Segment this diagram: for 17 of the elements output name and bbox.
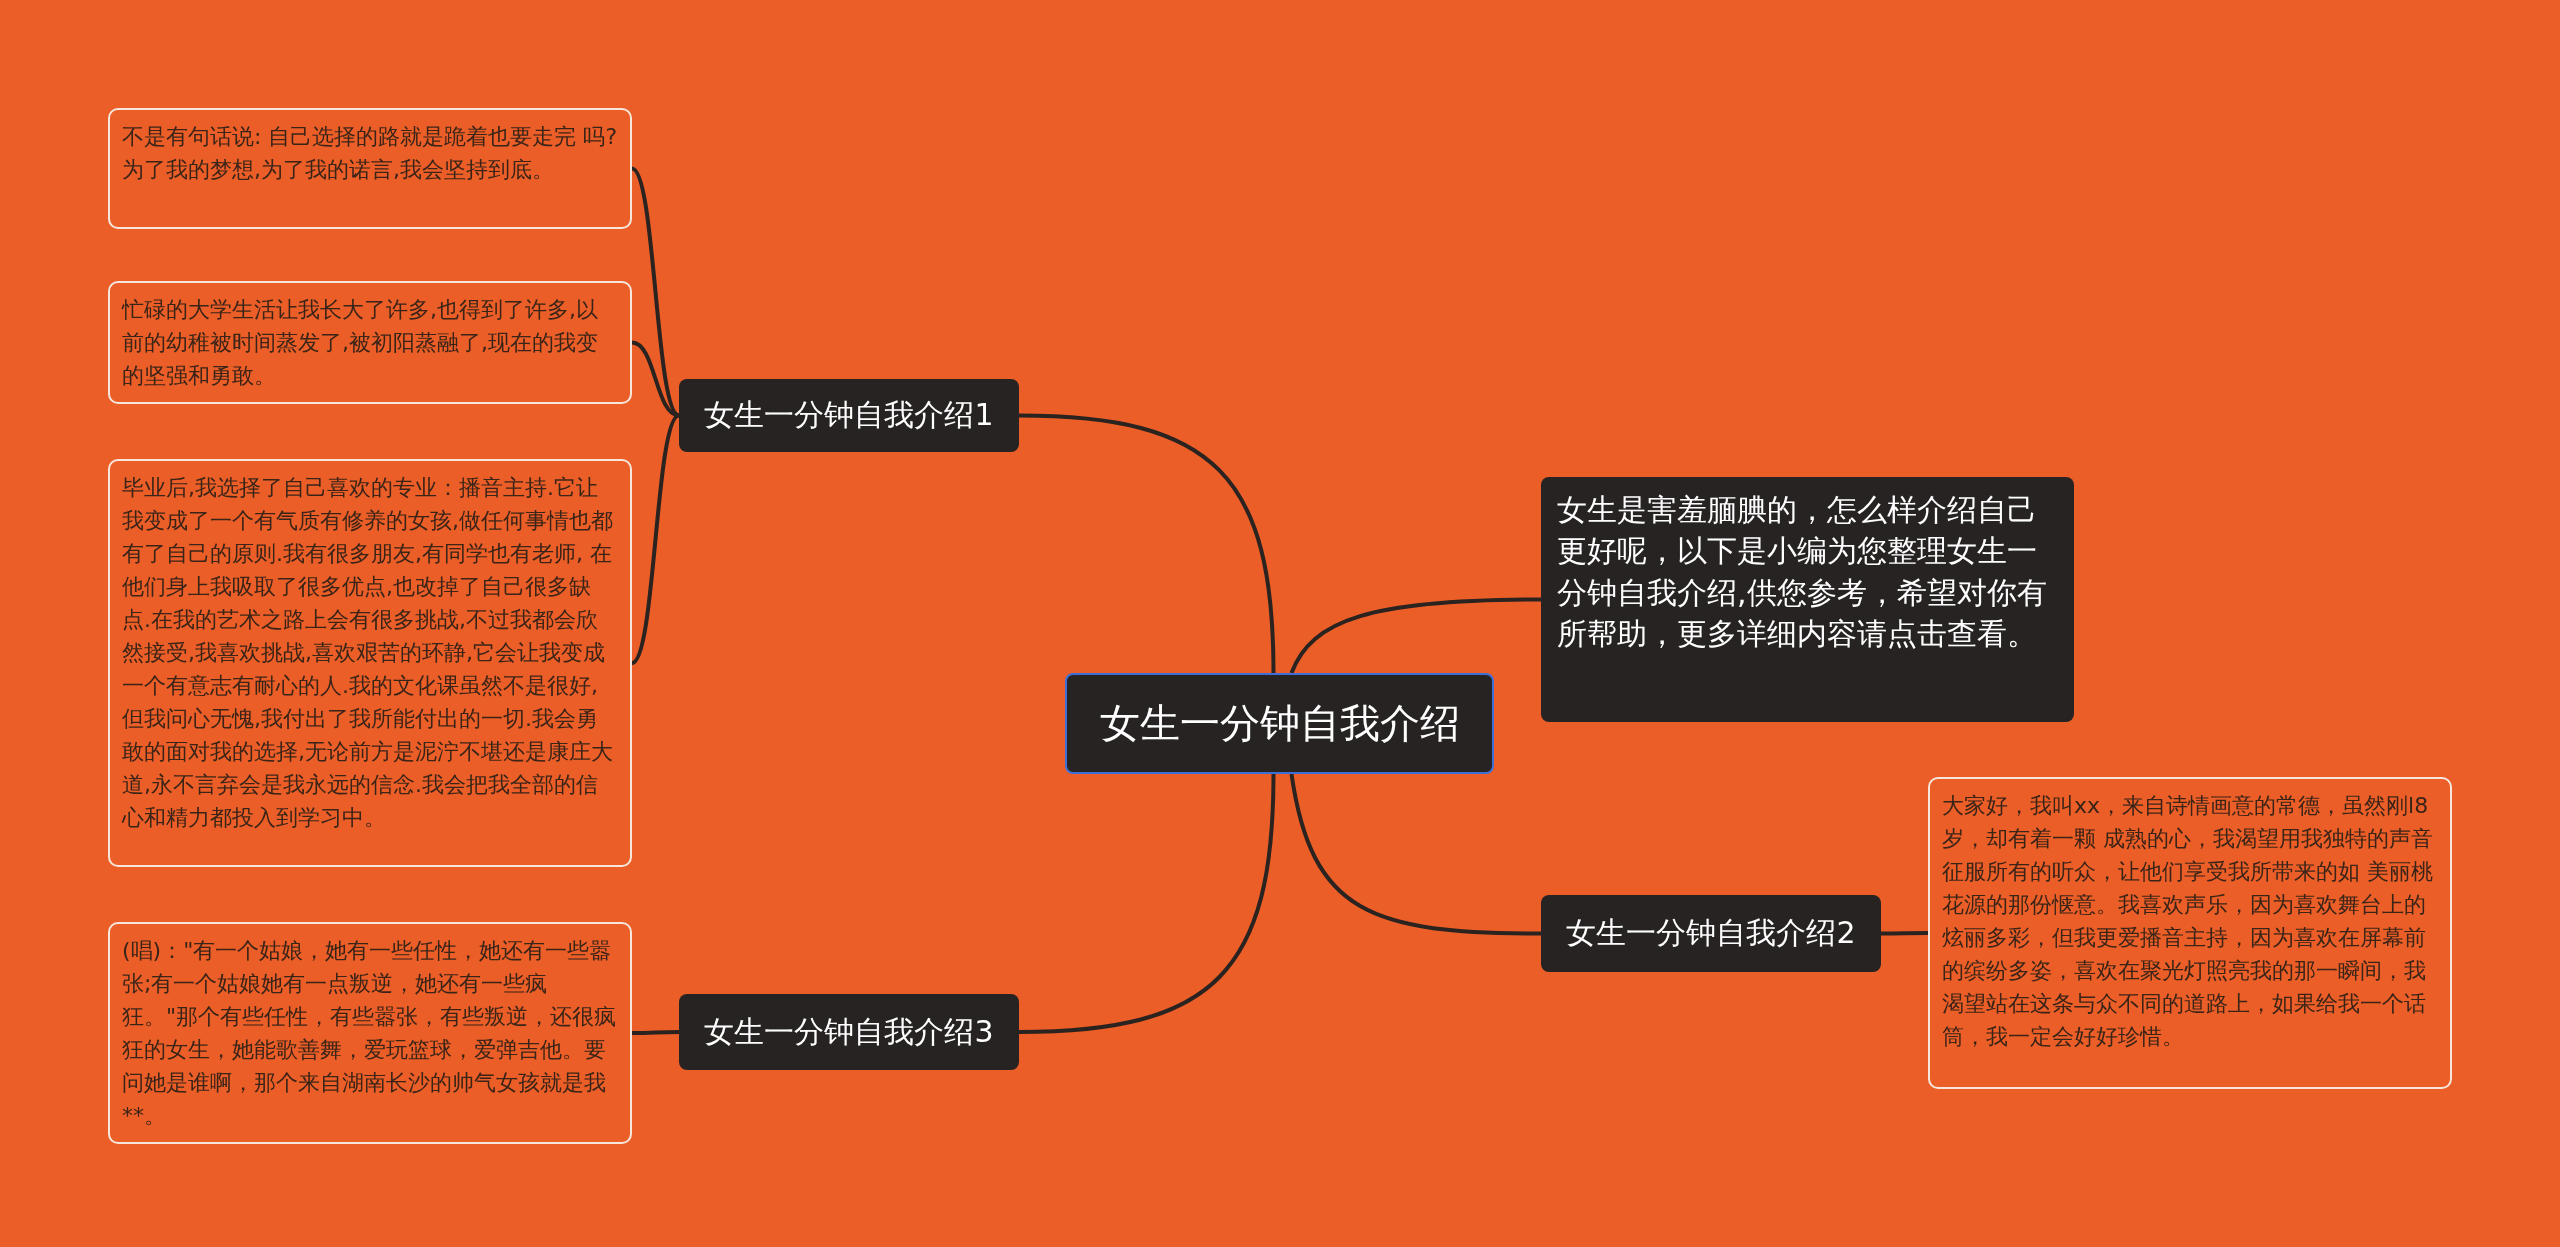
note-box: 女生是害羞腼腆的，怎么样介绍自己更好呢，以下是小编为您整理女生一分钟自我介绍,供您参考，希望对你有所帮助，更多详细内容请点击查看。 xyxy=(1541,477,2074,722)
topic-box: 女生一分钟自我介绍 xyxy=(1065,673,1494,774)
connector-line xyxy=(1018,413,1276,674)
subtopic-box: 女生一分钟自我介绍3 xyxy=(679,994,1019,1070)
note-box: 大家好，我叫xx，来自诗情画意的常德，虽然刚l8岁，却有着一颗 成熟的心，我渴望用我独特的声音征服所有的听众，让他们享受我所带来的如 美丽桃花源的那份惬意。我喜欢声乐，因为喜欢舞台上的炫丽多彩，但我更爱播音主持，因为喜欢在屏幕前的缤纷多姿，喜欢在聚光灯照亮我的那一瞬间，我渴望站在这条与众不同的道路上，如果给我一个话筒，我一定会好好珍惜。 xyxy=(1928,777,2452,1089)
connector-line xyxy=(630,414,681,665)
subtopic-box: 女生一分钟自我介绍2 xyxy=(1541,895,1881,972)
connector-line xyxy=(1018,773,1276,1034)
subtopic-box: 女生一分钟自我介绍1 xyxy=(679,379,1019,452)
note-box: 不是有句话说: 自己选择的路就是跪着也要走完 吗?为了我的梦想,为了我的诺言,我会坚持到底。 xyxy=(108,108,632,229)
note-box: (唱)："有一个姑娘，她有一些任性，她还有一些嚣张;有一个姑娘她有一点叛逆，她还有一些疯狂。"那个有些任性，有些嚣张，有些叛逆，还很疯狂的女生，她能歌善舞，爱玩篮球，爱弹吉他。要问她是谁啊，那个来自湖南长沙的帅气女孩就是我**。 xyxy=(108,922,632,1144)
note-box: 毕业后,我选择了自己喜欢的专业：播音主持.它让我变成了一个有气质有修养的女孩,做任何事情也都有了自己的原则.我有很多朋友,有同学也有老师, 在他们身上我吸取了很多优点,也改掉了自己很多缺点.在我的艺术之路上会有很多挑战,不过我都会欣然接受,我喜欢挑战,喜欢艰苦的环静,它会让我变成一个有意志有耐心的人.我的文化课虽然不是很好,但我问心无愧,我付出了我所能付出的一切.我会勇敢的面对我的选择,无论前方是泥泞不堪还是康庄大道,永不言弃会是我永远的信念.我会把我全部的信心和精力都投入到学习中。 xyxy=(108,459,632,867)
connector-line xyxy=(632,1030,679,1035)
connector-line xyxy=(1289,773,1542,936)
note-box: 忙碌的大学生活让我长大了许多,也得到了许多,以前的幼稚被时间蒸发了,被初阳蒸融了,现在的我变的坚强和勇敢。 xyxy=(108,281,632,404)
connector-line xyxy=(1881,931,1928,936)
connector-line xyxy=(1289,597,1542,674)
